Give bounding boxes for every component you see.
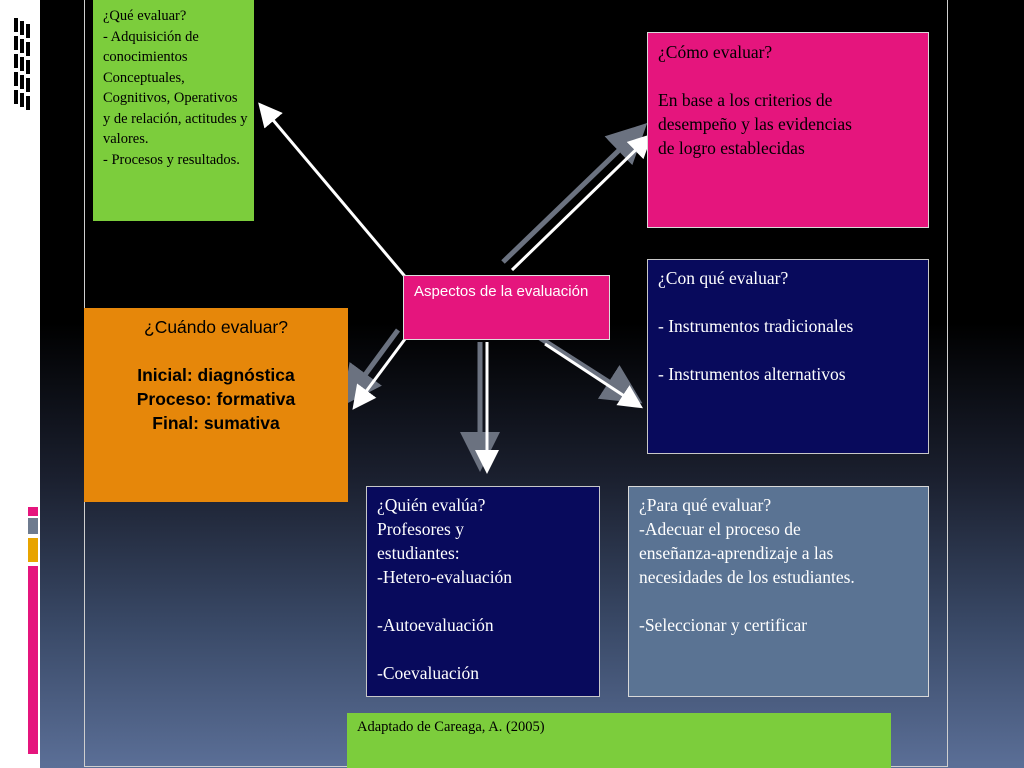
deco-grid-cell xyxy=(20,21,24,35)
deco-grid-cell xyxy=(26,42,30,56)
deco-grid-cell xyxy=(26,24,30,38)
deco-bar-magenta-long xyxy=(28,566,38,754)
para-que-evaluar-title: ¿Para qué evaluar? xyxy=(639,495,772,515)
quien-evalua-item-3: -Coevaluación xyxy=(377,663,480,683)
con-que-evaluar-title: ¿Con qué evaluar? xyxy=(658,268,789,288)
con-que-evaluar-item-1: - Instrumentos tradicionales xyxy=(658,316,854,336)
center-node-aspectos: Aspectos de la evaluación xyxy=(403,275,610,340)
deco-grid-cell xyxy=(26,96,30,110)
como-evaluar-box: ¿Cómo evaluar? En base a los criterios d… xyxy=(647,32,929,228)
deco-grid-cell xyxy=(20,93,24,107)
deco-grid-cell xyxy=(14,54,18,68)
con-que-evaluar-box: ¿Con qué evaluar? - Instrumentos tradici… xyxy=(647,259,929,454)
arrow-to-cuando-shadow xyxy=(342,328,401,407)
citation-box: Adaptado de Careaga, A. (2005) xyxy=(347,713,891,768)
que-evaluar-item-2: - Procesos y resultados. xyxy=(103,151,240,168)
como-evaluar-line-2: desempeño y las evidencias xyxy=(658,114,852,134)
cuando-evaluar-line-2: Proceso: formativa xyxy=(136,389,296,409)
que-evaluar-item-1: - Adquisición de conocimientos Conceptua… xyxy=(103,28,248,148)
deco-grid-icon xyxy=(14,18,34,118)
deco-bar-magenta-small xyxy=(28,507,38,516)
deco-bar-gray xyxy=(28,518,38,534)
deco-grid-cell xyxy=(26,60,30,74)
deco-bar-white xyxy=(28,0,38,510)
arrow-to-como xyxy=(510,133,653,272)
como-evaluar-line-1: En base a los criterios de xyxy=(658,90,833,110)
deco-grid-cell xyxy=(20,57,24,71)
cuando-evaluar-line-3: Final: sumativa xyxy=(152,413,280,433)
que-evaluar-box: ¿Qué evaluar? - Adquisición de conocimie… xyxy=(93,0,254,221)
deco-grid-cell xyxy=(20,39,24,53)
citation-text: Adaptado de Careaga, A. (2005) xyxy=(357,719,545,735)
quien-evalua-title: ¿Quién evalúa? xyxy=(377,495,486,515)
para-que-evaluar-line-2: enseñanza-aprendizaje a las xyxy=(639,543,834,563)
quien-evalua-line-2: estudiantes: xyxy=(377,543,460,563)
deco-grid-cell xyxy=(20,75,24,89)
deco-grid-cell xyxy=(14,90,18,104)
quien-evalua-box: ¿Quién evalúa? Profesores y estudiantes:… xyxy=(366,486,600,697)
arrow-to-que xyxy=(258,102,410,281)
cuando-evaluar-line-1: Inicial: diagnóstica xyxy=(137,365,295,385)
con-que-evaluar-item-2: - Instrumentos alternativos xyxy=(658,364,846,384)
deco-grid-cell xyxy=(26,78,30,92)
para-que-evaluar-box: ¿Para qué evaluar? -Adecuar el proceso d… xyxy=(628,486,929,697)
como-evaluar-title: ¿Cómo evaluar? xyxy=(658,42,773,62)
que-evaluar-title: ¿Qué evaluar? xyxy=(103,8,187,24)
quien-evalua-line-3: -Hetero-evaluación xyxy=(377,567,513,587)
quien-evalua-item-2: -Autoevaluación xyxy=(377,615,494,635)
center-node-label: Aspectos de la evaluación xyxy=(414,283,589,300)
deco-grid-cell xyxy=(14,72,18,86)
como-evaluar-line-3: de logro establecidas xyxy=(658,138,805,158)
arrow-to-cuando xyxy=(352,334,410,410)
para-que-evaluar-line-3: necesidades de los estudiantes. xyxy=(639,567,855,587)
para-que-evaluar-line-1: -Adecuar el proceso de xyxy=(639,519,801,539)
cuando-evaluar-box: ¿Cuándo evaluar? Inicial: diagnóstica Pr… xyxy=(84,308,348,502)
arrow-to-con xyxy=(544,342,644,409)
arrow-to-con-shadow xyxy=(538,335,643,404)
para-que-evaluar-item-2: -Seleccionar y certificar xyxy=(639,615,808,635)
cuando-evaluar-title: ¿Cuándo evaluar? xyxy=(144,317,288,337)
arrow-to-como-shadow xyxy=(501,123,648,264)
quien-evalua-line-1: Profesores y xyxy=(377,519,464,539)
deco-bar-yellow xyxy=(28,538,38,562)
deco-grid-cell xyxy=(14,36,18,50)
deco-grid-cell xyxy=(14,18,18,32)
